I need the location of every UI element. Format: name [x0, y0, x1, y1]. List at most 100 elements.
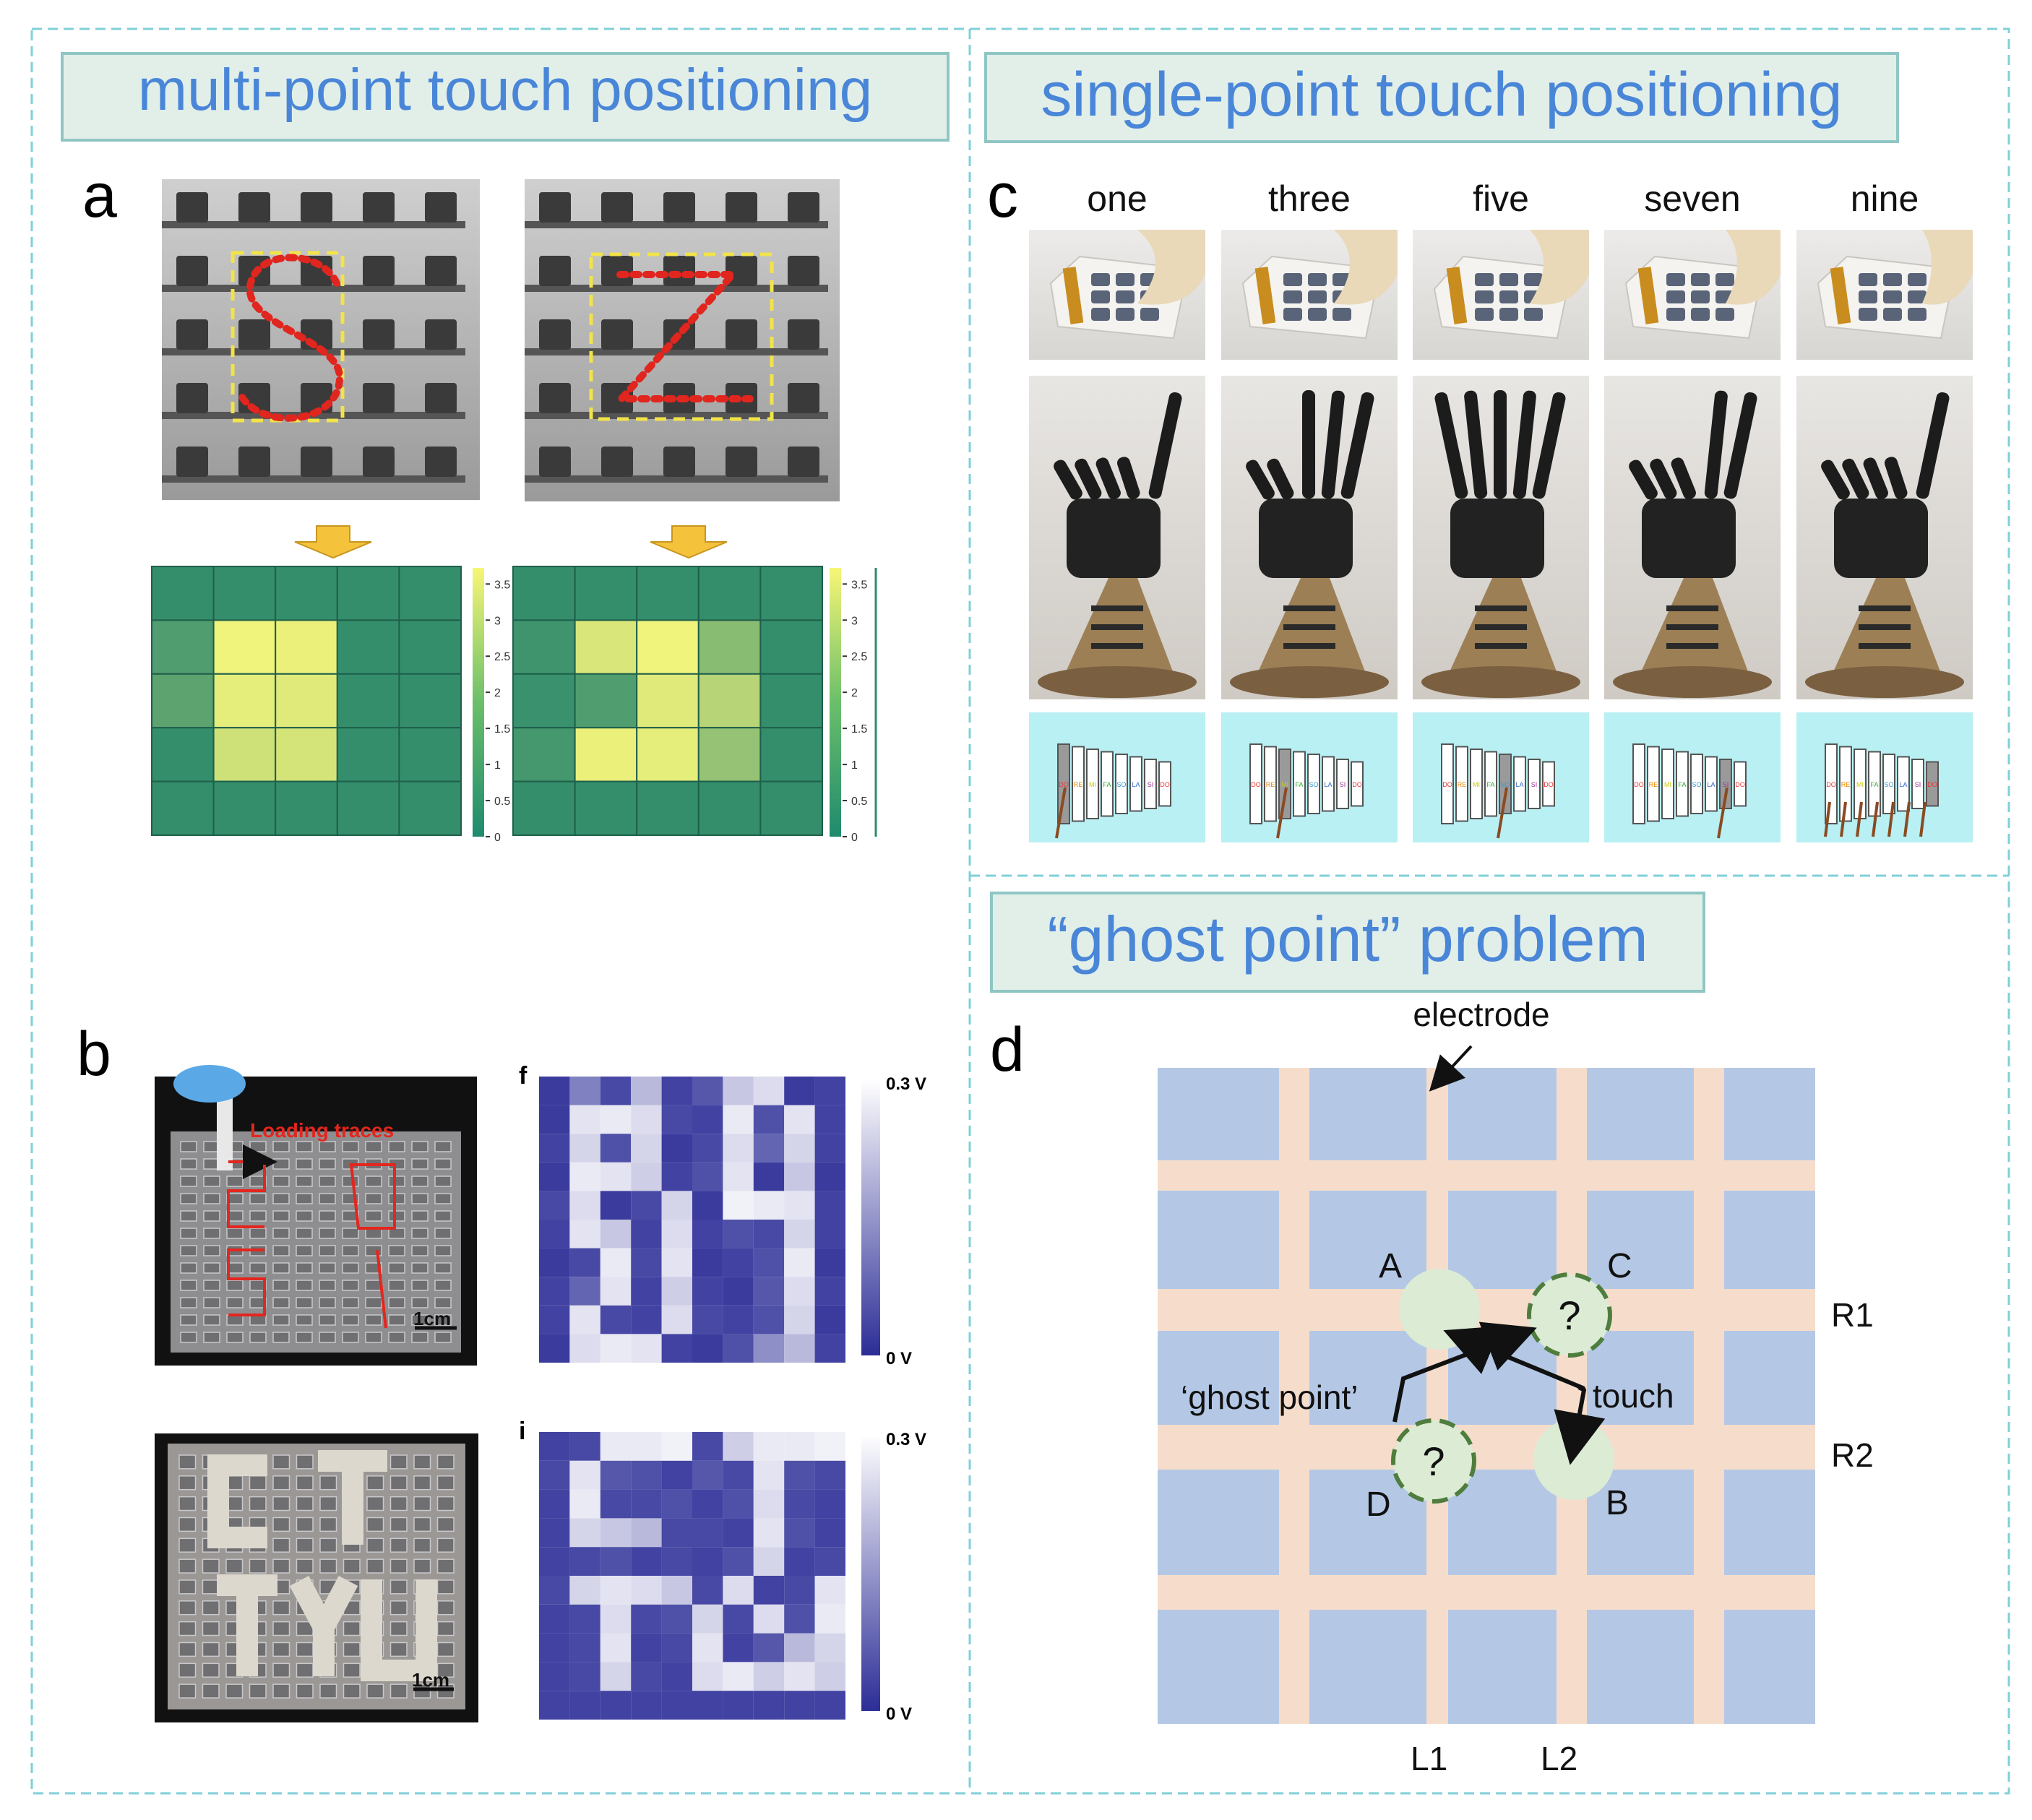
base-slot — [1283, 643, 1335, 649]
device-cell — [365, 1176, 382, 1187]
photo-pad — [539, 192, 571, 223]
robotic-hand-photo — [1221, 376, 1398, 699]
xylophone-bar — [1455, 746, 1468, 822]
heatmap-cell — [753, 1691, 785, 1720]
photo-pad — [539, 383, 571, 413]
heatmap-cell — [784, 1547, 815, 1576]
device-cell — [180, 1210, 197, 1222]
heatmap-cell — [574, 727, 638, 782]
device-cell — [296, 1245, 313, 1256]
heatmap-cell — [398, 727, 462, 782]
heatmap-cell — [692, 1248, 723, 1277]
xylophone-note: FA — [1486, 781, 1494, 788]
colorbar-tick-label: 3.5 — [851, 579, 867, 591]
device-cell — [343, 1642, 361, 1657]
device-cell — [389, 1558, 408, 1574]
device-cell — [249, 1496, 267, 1511]
device-cell — [203, 1193, 220, 1204]
heatmap-cell — [539, 1077, 570, 1105]
device-cell — [434, 1158, 452, 1170]
sensor-pad — [1666, 290, 1685, 303]
heatmap-cell — [723, 1489, 754, 1519]
mallet — [1824, 801, 1831, 837]
heatmap-cell — [661, 1305, 692, 1334]
xylophone-note: SO — [1309, 781, 1318, 788]
device-cell — [178, 1621, 197, 1636]
heatmap-cell — [631, 1134, 662, 1163]
xylophone-bar — [1072, 746, 1085, 822]
heatmap-cell — [814, 1105, 845, 1134]
heatmap-cell — [631, 1162, 662, 1191]
device-cell — [272, 1297, 290, 1308]
electrode-pad — [1587, 1610, 1694, 1724]
photo-pad — [238, 383, 270, 413]
photo-pad — [425, 192, 457, 223]
electrode-pointer — [1429, 1045, 1473, 1092]
sensor-pad — [1308, 273, 1327, 286]
colorbar-s — [473, 568, 484, 837]
device-cell — [411, 1210, 429, 1222]
heatmap-cell — [814, 1547, 845, 1576]
device-cell — [413, 1537, 431, 1553]
heatmap-cell — [631, 1547, 662, 1576]
device-cell — [319, 1314, 336, 1326]
device-cell — [413, 1496, 431, 1511]
device-cell — [178, 1683, 197, 1699]
xylophone-bar — [1676, 751, 1689, 817]
heatmap-cell — [753, 1220, 785, 1248]
heatmap-cell — [569, 1662, 600, 1691]
device-cell — [436, 1517, 455, 1532]
device-cell — [272, 1496, 290, 1511]
photo-pad — [788, 319, 819, 350]
device-cell — [296, 1332, 313, 1343]
heatmap-cell — [753, 1248, 785, 1277]
section-title-multi: multi-point touch positioning — [61, 52, 950, 142]
heatmap-cell — [692, 1134, 723, 1163]
device-cell — [202, 1621, 220, 1636]
xylophone-note: SI — [1148, 781, 1154, 788]
heatmap-cell — [661, 1547, 692, 1576]
base-slot — [1283, 605, 1335, 611]
heatmap-cell — [600, 1077, 632, 1105]
device-cell — [365, 1314, 382, 1326]
device-cell — [411, 1262, 429, 1274]
xylophone-bar — [1911, 759, 1924, 809]
heatmap-cell — [692, 1489, 723, 1519]
colorbar-z — [830, 568, 841, 837]
photo-trace — [162, 348, 465, 355]
device-cell — [365, 1228, 382, 1239]
device-cell — [272, 1558, 290, 1574]
xylophone-note: DO — [1634, 781, 1644, 788]
sensor-pad — [1475, 290, 1494, 303]
xylophone-note: MI — [1856, 781, 1864, 788]
heatmap-cell — [692, 1662, 723, 1691]
heatmap-cell — [784, 1077, 815, 1105]
heatmap-cell — [692, 1604, 723, 1634]
device-cell — [319, 1537, 337, 1553]
xylophone-note: DO — [1059, 781, 1069, 788]
heatmap-cell — [512, 673, 576, 729]
colorbar-s-ticks: 00.511.522.533.5 — [486, 579, 510, 844]
device-cell — [296, 1262, 313, 1274]
device-cell — [272, 1537, 290, 1553]
section-title-ghost: “ghost point” problem — [990, 892, 1705, 993]
device-cell — [272, 1228, 290, 1239]
device-cell — [180, 1245, 197, 1256]
electrode-strip — [1830, 267, 1851, 324]
xylophone-bar — [1499, 754, 1512, 814]
photo-pad — [601, 319, 633, 350]
device-cell — [365, 1332, 382, 1343]
gesture-label: three — [1268, 178, 1351, 219]
device-cell — [178, 1579, 197, 1595]
subpanel-label-i: i — [519, 1418, 525, 1445]
device-cell — [319, 1517, 337, 1532]
device-cell — [225, 1683, 244, 1699]
xylophone-bar — [1293, 751, 1306, 817]
electrode-strip — [1062, 267, 1084, 324]
device-cell — [366, 1683, 384, 1699]
heatmap-cell — [692, 1518, 723, 1548]
base-slot — [1859, 643, 1911, 649]
photo-pad — [301, 192, 332, 223]
base-slot — [1091, 643, 1143, 649]
